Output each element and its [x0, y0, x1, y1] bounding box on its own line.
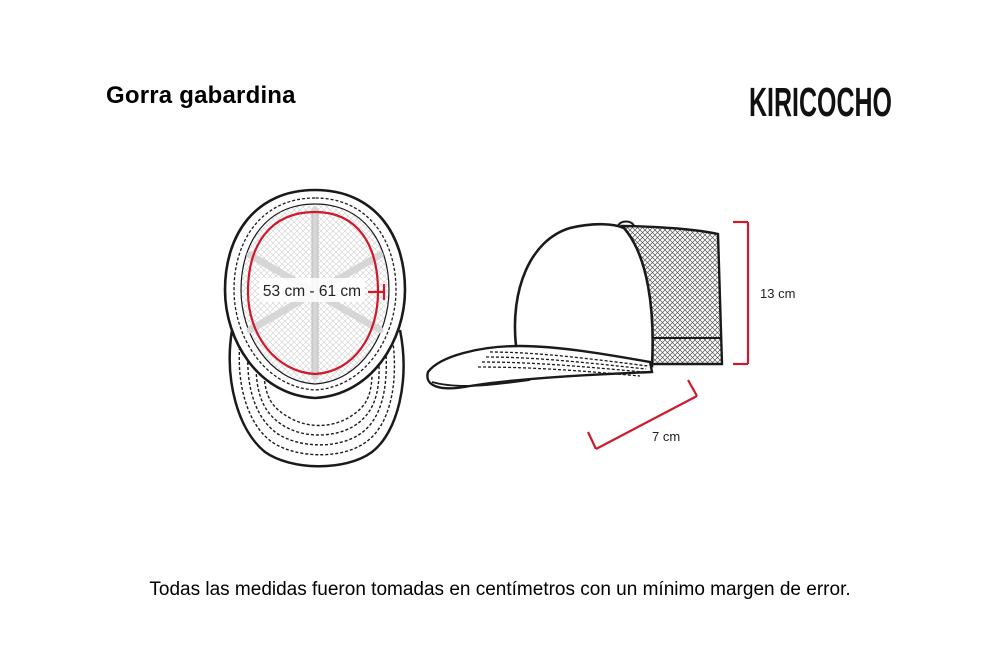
- height-label: 13 cm: [760, 286, 795, 301]
- brand-wordmark: KIRICOCHO: [749, 79, 892, 122]
- cap-top-view: 53 cm - 61 cm: [223, 188, 407, 468]
- crown-top-view: 53 cm - 61 cm: [223, 188, 407, 400]
- height-bracket: [733, 220, 750, 366]
- visor-label: 7 cm: [652, 429, 680, 444]
- brand-logo: KIRICOCHO: [749, 79, 892, 122]
- visor-bracket: [587, 379, 698, 450]
- page-title: Gorra gabardina: [106, 82, 296, 109]
- cap-side-view: 13 cm 7 cm: [426, 220, 795, 450]
- footer-note: Todas las medidas fueron tomadas en cent…: [149, 579, 851, 600]
- circumference-label: 53 cm - 61 cm: [263, 283, 361, 300]
